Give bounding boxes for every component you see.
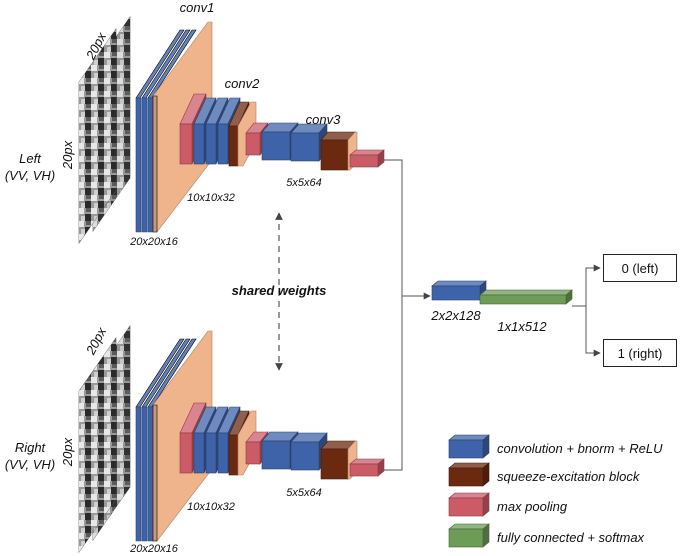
right-conv1-slab-0 (135, 406, 142, 542)
left-branch-channels: (VV, VH) (5, 168, 55, 183)
right-branch (78, 325, 385, 553)
right-conv3-shape: 5x5x64 (286, 487, 321, 499)
left-conv1-output-edge (152, 95, 158, 233)
legend-label-conv: convolution + bnorm + ReLU (497, 441, 663, 456)
right-conv1-slab-1 (141, 406, 148, 542)
conv3-title: conv3 (306, 112, 341, 127)
output-right-arrow (585, 306, 601, 357)
conv1-title: conv1 (180, 0, 215, 15)
right-branch-name: Right (15, 440, 47, 455)
output-left: 0 (left) (603, 254, 677, 282)
left-branch-name: Left (19, 151, 42, 166)
legend: convolution + bnorm + ReLU squeeze-excita… (448, 434, 663, 548)
right-conv2-shape: 10x10x32 (187, 501, 235, 513)
right-input-width-label: 20px (82, 325, 109, 358)
output-right: 1 (right) (603, 339, 677, 367)
left-branch (78, 16, 385, 244)
right-conv1-slab-2 (147, 406, 154, 542)
right-final-pool (349, 458, 385, 477)
left-conv1-slab-0 (135, 97, 142, 233)
legend-swatch-squeeze (448, 462, 490, 487)
fc-block (479, 289, 573, 305)
right-conv1-output-edge (152, 404, 158, 542)
legend-swatch-pool (448, 492, 490, 517)
legend-label-fc: fully connected + softmax (497, 530, 645, 545)
merge-shape-label: 2x2x128 (430, 308, 481, 323)
left-conv3-shape: 5x5x64 (286, 177, 321, 189)
legend-swatch-conv (448, 434, 490, 459)
output-left-arrow (572, 264, 601, 307)
left-conv1-slab-2 (147, 97, 154, 233)
left-input-height-label: 20px (60, 140, 75, 170)
legend-label-pool: max pooling (497, 499, 568, 514)
legend-swatch-fc (448, 523, 490, 548)
shared-weights-label: shared weights (232, 283, 327, 298)
connection-lines (275, 159, 601, 471)
left-conv1-shape: 20x20x16 (129, 236, 179, 248)
right-branch-channels: (VV, VH) (5, 457, 55, 472)
head-blocks (431, 280, 573, 305)
legend-label-squeeze: squeeze-excitation block (497, 469, 641, 484)
merge-conv-block (431, 280, 487, 301)
branch-merge-line (384, 159, 403, 471)
right-conv1-shape: 20x20x16 (129, 543, 179, 555)
right-input-height-label: 20px (60, 437, 75, 467)
left-conv2-shape: 10x10x32 (187, 192, 235, 204)
fc-shape-label: 1x1x512 (497, 319, 547, 334)
left-conv1-slab-1 (141, 97, 148, 233)
left-final-pool (349, 149, 385, 168)
conv2-title: conv2 (225, 76, 260, 91)
